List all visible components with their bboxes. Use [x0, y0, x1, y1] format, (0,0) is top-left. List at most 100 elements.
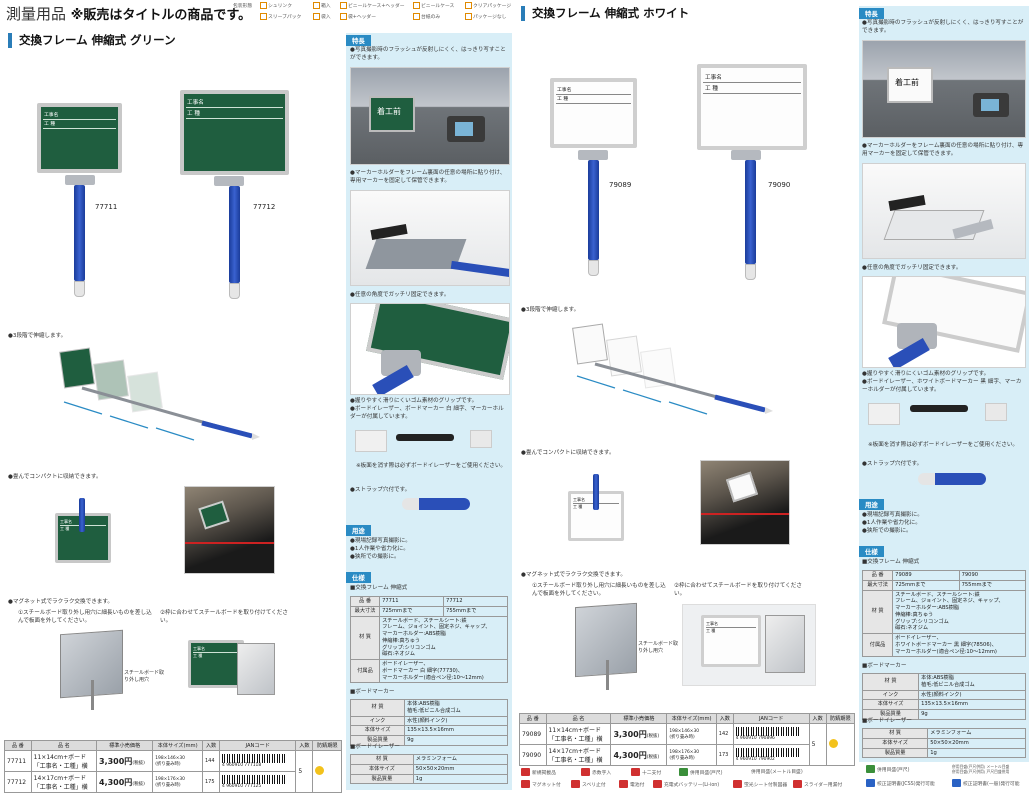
feature-accessories: ●ボードイレーザー、ホワイトボードマーカー 黒 細字、マーカーホルダーが付属して…	[862, 379, 1022, 393]
removal-hole-callout: スチールボード取り外し用穴	[638, 641, 679, 654]
white-board-small: 工事名 工 種	[550, 78, 637, 148]
sale-note: ※販売はタイトルの商品です。	[70, 8, 252, 23]
extend-illustration	[59, 347, 260, 441]
holder-photo	[862, 163, 1026, 259]
eraser-image	[868, 403, 900, 425]
legend-item: 袋入	[313, 13, 331, 20]
pocket-photo	[700, 460, 790, 545]
end-cap	[229, 283, 240, 299]
package-legend: 包装形態 シュリンク 箱入 ビニールケース+ヘッダー ビニールケース クリアパッ…	[233, 2, 515, 24]
caption-compact: ●畳んでコンパクトに収納できます。	[521, 450, 615, 456]
rust-icon	[828, 739, 838, 748]
general-cert-icon: 校正証明書(一般)発行可能	[952, 779, 1020, 787]
new-item-icon: 新規掲載品	[521, 768, 556, 776]
spec-title: ■交換フレーム 伸縮式	[862, 559, 920, 565]
feature-holder: ●マーカーホルダーをフレーム裏面の任意の場所に貼り付け、専用マーカーを固定して保…	[862, 143, 1024, 157]
removal-tool	[606, 660, 609, 690]
feature-angle: ●任意の角度でガッチリ固定できます。	[350, 292, 450, 298]
eraser-image	[355, 430, 387, 452]
caption-compact: ●畳んでコンパクトに収納できます。	[8, 474, 102, 480]
table-row: 79090 14×17cm+ボード「工事名・工種」横 4,300円(税抜) 19…	[519, 744, 855, 766]
category-label: 測量用品	[6, 5, 67, 23]
marker-spec-title: ■ボードマーカー	[350, 689, 395, 695]
folded-pole	[593, 474, 599, 510]
non-slip-icon: スベリ止付	[571, 780, 606, 788]
green-product-title: 交換フレーム 伸縮式 グリーン	[8, 33, 176, 48]
strap-image	[918, 473, 986, 485]
legend-item: 包装形態	[233, 4, 253, 9]
extend-illustration	[572, 323, 773, 415]
product-code: 77711	[95, 203, 118, 211]
pocket-photo	[184, 486, 275, 574]
legend-item: 箱入	[313, 2, 331, 9]
use-item: ●1人作業や省力化に。	[862, 520, 921, 526]
eraser-note: ※板面を消す際は必ずボードイレーザーをご使用ください。	[868, 442, 1019, 448]
clamp	[65, 175, 95, 185]
eraser-note: ※板面を消す際は必ずボードイレーザーをご使用ください。	[356, 463, 507, 469]
flash-photo: 着工前	[862, 40, 1026, 138]
spec-heading: 仕様	[346, 572, 371, 583]
spec-row: 付属品 ボードイレーザー、ボードマーカー 白 細字(77730)、マーカーホルダ…	[349, 658, 508, 684]
legend-item: スリーブパック	[260, 13, 301, 20]
legend-item: 袋+ヘッダー	[340, 13, 376, 20]
battery-icon: 電池付	[619, 780, 644, 788]
spec-row: 材 質 スチールボード、スチールシート:鉄フレーム、ジョイント、固定ネジ、キャッ…	[349, 615, 508, 660]
green-board-frame: 工事名 工 種	[188, 640, 244, 688]
green-marker-table: 材 質本体:ABS樹脂植毛:低ビニル合成ゴム インク水性(顔料インク) 本体サイ…	[349, 699, 508, 746]
spec-row: 付属品 ボードイレーザー、ホワイトボードマーカー 黒 細字(78506)、マーカ…	[861, 632, 1026, 658]
slider-icon: スライダー用漏付	[793, 780, 842, 788]
marker-spec-title: ■ボードマーカー	[862, 663, 907, 669]
folded-pole	[79, 498, 85, 532]
legend-item: パッケージなし	[465, 13, 506, 20]
holder-photo	[350, 190, 510, 286]
barcode	[735, 748, 800, 757]
use-item: ●狭所での撮影に。	[862, 528, 912, 534]
footer-right-item: 併用目盛(戸尺)	[679, 768, 723, 776]
strap-image	[402, 498, 470, 510]
pole	[74, 185, 85, 281]
use-item: ●狭所での撮影に。	[350, 554, 400, 560]
use-heading: 用途	[346, 525, 371, 536]
use-item: ●1人作業や省力化に。	[350, 546, 409, 552]
end-cap	[74, 281, 85, 297]
footer-note: 併用目盛(戸尺併用) メートル目盛	[952, 764, 1010, 769]
end-cap	[588, 260, 599, 276]
barcode	[222, 754, 287, 763]
feature-grip: ●握りやすく滑りにくいゴム素材のグリップです。	[862, 371, 990, 377]
product-code: 79090	[768, 181, 791, 189]
jcss-icon: 校正証明書(JCSS)発行可能	[866, 779, 935, 787]
board-handwriting: 着工前	[377, 107, 401, 116]
scale-icon: 併用目盛(戸尺)	[866, 765, 910, 773]
caption-magnet: ●マグネット式でラクラク交換できます。	[8, 599, 114, 605]
angle-photo	[862, 276, 1026, 368]
icon-legend: 新規掲載品 赤数字入 十二支付 併用目盛(戸尺) 併用目盛(メートル目盛) マグ…	[521, 767, 861, 793]
angle-photo	[350, 303, 510, 395]
holder-image	[470, 430, 492, 448]
table-row: 77712 14×17cm+ボード「工事名・工種」横 4,300円(税抜) 19…	[4, 771, 342, 793]
legend-item: シュリンク	[260, 2, 292, 9]
step-2: ②枠に合わせてスチールボードを取り付けてください。	[160, 610, 288, 624]
barcode	[222, 775, 287, 784]
holder-image	[985, 403, 1007, 421]
legend-item: ビニールケース+ヘッダー	[340, 2, 405, 9]
product-code: 79089	[609, 181, 632, 189]
step-2: ②枠に合わせてスチールボードを取り付けてください。	[674, 583, 802, 597]
white-marker-table: 材 質本体:ABS樹脂植毛:低ビニル合成ゴム インク水性(顔料インク) 本体サイ…	[861, 673, 1026, 720]
step-1: ①スチールボード取り外し用穴に細長いものを差し込んで板面を外してください。	[18, 610, 152, 624]
page-category: 測量用品 ※販売はタイトルの商品です。	[6, 3, 251, 24]
flash-photo: 着工前	[350, 67, 510, 165]
feature-grip: ●握りやすく滑りにくいゴム素材のグリップです。	[350, 398, 478, 404]
table-row: 79089 11×14cm+ボード「工事名・工種」横 3,300円(税抜) 19…	[519, 723, 856, 766]
feature-angle: ●任意の角度でガッチリ固定できます。	[862, 265, 962, 271]
legend-item: 台紙のみ	[413, 13, 440, 20]
feature-holder: ●マーカーホルダーをフレーム裏面の任意の場所に貼り付け、専用マーカーを固定して保…	[350, 170, 506, 184]
eraser-spec-title: ■ボードイレーザー	[350, 744, 400, 750]
legend-item: クリアパッケージ	[465, 2, 511, 9]
